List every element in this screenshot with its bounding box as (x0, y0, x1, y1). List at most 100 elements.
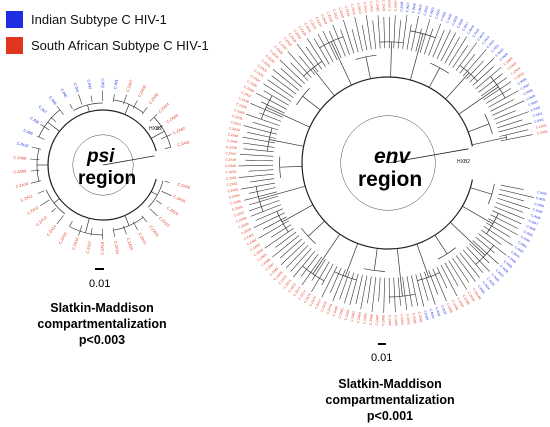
clade-arc (487, 183, 495, 205)
tip-branch (242, 136, 276, 144)
tip-label: C.ZA37 (241, 90, 253, 98)
tip-label: C.ZA14 (350, 4, 356, 16)
tip-branch (452, 45, 469, 69)
tip-label: C.IN28 (399, 1, 404, 11)
tip-label: C.IN2 (101, 78, 105, 88)
tip-label: C.ZA63 (249, 243, 260, 252)
tip-branch (344, 272, 355, 304)
tip-label: C.ZA07 (393, 0, 398, 11)
tip-label: C.ZA59 (238, 222, 250, 230)
tip-branch (29, 158, 40, 160)
tip-branch (462, 249, 484, 273)
tip-branch (478, 73, 503, 93)
tip-label: C.ZA75 (303, 292, 312, 304)
tip-branch (263, 90, 289, 106)
tip-label: C.ZA22 (148, 225, 159, 238)
tip-branch (372, 20, 377, 49)
tip-label: C.IN09 (499, 52, 509, 62)
legend-item-south-african: South African Subtype C HIV-1 (6, 32, 209, 58)
tip-branch (300, 254, 319, 277)
tip-branch (495, 111, 529, 124)
env-tree-title: env (374, 145, 412, 168)
tip-branch (497, 197, 530, 209)
tip-branch (313, 38, 330, 65)
tip-label: C.ZA56 (232, 205, 244, 212)
tip-branch (411, 275, 419, 307)
tip-label: C.IN01 (534, 117, 545, 124)
tip-branch (397, 20, 401, 49)
tip-label: C.ZA91 (400, 314, 405, 325)
tip-branch (272, 69, 300, 91)
tip-branch (40, 124, 50, 131)
tip-label: C.ZA14 (46, 224, 57, 237)
tip-label: C.ZA76 (308, 295, 317, 307)
clade-stem (445, 72, 470, 100)
tip-label: C.ZA41 (232, 114, 244, 121)
tip-label: C.IN15 (472, 28, 481, 39)
tip-label: C.ZA25 (288, 32, 298, 43)
psi-stat-line-1: Slatkin-Maddison (50, 301, 154, 315)
tip-branch (497, 119, 523, 129)
tip-label: C.ZA46 (226, 145, 237, 150)
tip-label: C.ZA86 (369, 314, 374, 325)
clade-stem (151, 191, 158, 196)
tip-branch (258, 220, 289, 239)
tip-label: C.IN6 (48, 96, 57, 106)
tip-label: C.ZA35 (246, 79, 258, 88)
tip-branch (164, 146, 171, 149)
tip-branch (69, 221, 73, 227)
legend: Indian Subtype C HIV-1 South African Sub… (6, 6, 209, 58)
tip-label: C.ZA68 (269, 266, 280, 277)
tip-label: C.ZA73 (292, 286, 302, 297)
tip-label: C.IN38 (499, 264, 509, 274)
tip-label: C.ZA22 (303, 22, 312, 34)
tree-inner-ring (72, 134, 134, 196)
tip-label: C.ZA43 (229, 126, 241, 132)
tip-branch (56, 215, 64, 225)
env-compartmentalization-stat: Slatkin-Maddison compartmentalization p<… (295, 376, 485, 424)
tip-branch (248, 169, 274, 172)
tip-label: C.IN34 (481, 280, 490, 290)
tip-branch (488, 218, 518, 236)
tip-label: C.IN17 (461, 21, 470, 32)
tip-label: C.ZA45 (226, 139, 237, 144)
tip-branch (287, 51, 312, 78)
tip-label: C.IN3 (86, 79, 92, 89)
tip-branch (141, 215, 148, 223)
tip-branch (500, 184, 524, 190)
tip-branch (290, 62, 309, 81)
tip-branch (329, 267, 342, 293)
tip-label: C.ZA08 (13, 156, 26, 161)
tip-label: C.ZA09 (13, 169, 26, 174)
clade-stem (416, 243, 430, 278)
tip-label: C.ZA03 (514, 71, 525, 80)
tip-label: C.ZA62 (246, 238, 258, 247)
tip-label: C.ZA92 (405, 314, 410, 325)
tip-branch (322, 30, 338, 61)
tip-label: C.IN21 (440, 11, 447, 22)
tip-branch (339, 271, 350, 300)
tip-label: C.IN16 (466, 24, 475, 35)
tip-branch (351, 29, 359, 53)
tip-label: C.ZA83 (350, 311, 356, 323)
tree-inner-ring (340, 115, 436, 211)
clade-stem (458, 86, 499, 115)
tip-label: C.ZA39 (236, 102, 248, 110)
tip-branch (132, 221, 138, 231)
tip-label: C.ZA18 (101, 242, 105, 255)
tip-branch (436, 266, 448, 289)
tip-branch (149, 114, 158, 122)
psi-tree: C.ZA26C.ZA25C.ZA24C.ZA23C.ZA22C.ZA21C.ZA… (13, 78, 190, 255)
tip-branch (262, 216, 287, 230)
tip-branch (244, 191, 277, 201)
tip-branch (271, 75, 297, 95)
tip-branch (30, 180, 41, 184)
env-stat-line-2: compartmentalization (325, 393, 455, 407)
tip-branch (383, 17, 385, 49)
clade-stem (390, 41, 392, 78)
tip-label: C.IN50 (534, 202, 545, 209)
tip-branch (371, 277, 377, 312)
clade-stem (312, 234, 341, 275)
tip-branch (383, 277, 385, 313)
clade-stem (428, 67, 441, 88)
